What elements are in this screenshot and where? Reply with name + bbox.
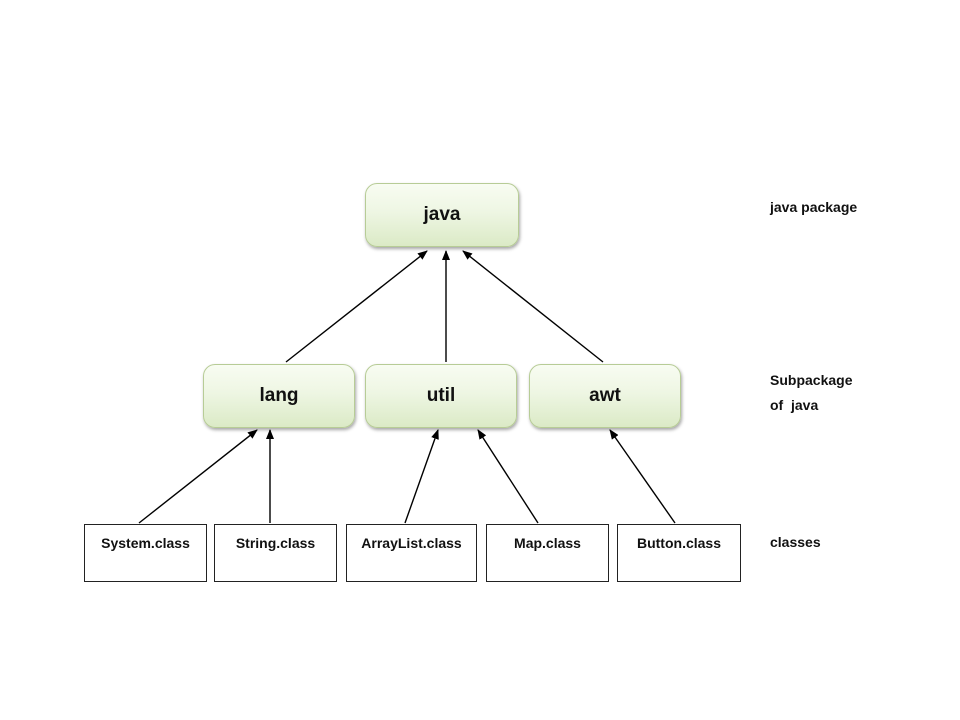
edge-lang-to-java: [285, 250, 428, 363]
edge-arraylist-to-util: [404, 429, 439, 524]
edge-system-to-lang: [138, 429, 258, 524]
label-subpackage-line1: Subpackage: [770, 372, 853, 388]
class-box-system: System.class: [84, 524, 207, 582]
edge-awt-to-java: [462, 250, 604, 363]
node-lang: lang: [203, 364, 355, 428]
class-box-map: Map.class: [486, 524, 609, 582]
node-util: util: [365, 364, 517, 428]
label-subpackage-line2: of java: [770, 397, 819, 413]
edge-map-to-util: [477, 429, 539, 524]
node-java: java: [365, 183, 519, 247]
label-java-package: java package: [770, 199, 858, 215]
node-awt: awt: [529, 364, 681, 428]
edge-button-to-awt: [609, 429, 676, 524]
class-box-string: String.class: [214, 524, 337, 582]
class-box-button: Button.class: [617, 524, 741, 582]
label-classes: classes: [770, 534, 821, 550]
class-box-arraylist: ArrayList.class: [346, 524, 477, 582]
label-subpackage: Subpackage of java: [770, 368, 852, 418]
